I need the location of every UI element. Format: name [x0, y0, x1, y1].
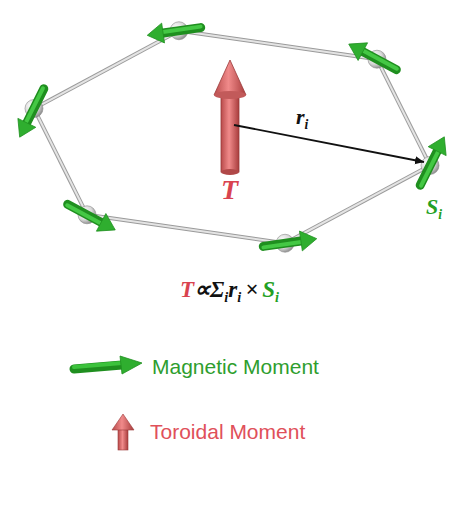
legend-text: Toroidal Moment — [150, 420, 305, 444]
symbol: S — [426, 194, 438, 219]
spin-head — [299, 231, 316, 251]
legend-red-arrow — [112, 414, 134, 450]
spin-head — [147, 23, 164, 43]
symbol: r — [296, 104, 305, 129]
spin-shaft-highlight — [363, 51, 396, 69]
spin-shaft — [263, 241, 301, 246]
bond-highlight — [34, 109, 87, 215]
spin-head — [428, 137, 446, 156]
bond — [34, 31, 179, 109]
spin-shaft-highlight — [263, 242, 301, 247]
symbol: Σ — [210, 277, 224, 302]
toroidal-symbol: T — [221, 174, 238, 206]
bond — [285, 165, 430, 243]
subscript: i — [438, 207, 442, 222]
symbol: T — [180, 277, 194, 302]
spin-shaft — [163, 28, 201, 33]
bond — [377, 59, 430, 165]
spin-shaft-highlight — [67, 205, 100, 223]
spin-shaft — [420, 151, 437, 185]
symbol: S — [262, 277, 275, 302]
subscript: i — [275, 289, 279, 305]
bond — [87, 215, 285, 243]
spin-shaft — [68, 204, 101, 222]
symbol: r — [228, 277, 237, 302]
bond-highlight — [377, 59, 430, 165]
spin-shaft-highlight — [163, 27, 201, 32]
bond-highlight — [87, 215, 285, 243]
spin-label: Si — [426, 194, 442, 223]
subscript: i — [237, 289, 241, 305]
spin-head — [349, 43, 368, 61]
subscript: i — [224, 289, 228, 305]
bond — [34, 109, 87, 215]
symbol: × — [245, 277, 258, 302]
position-label: ri — [296, 104, 308, 133]
toroidal-arrow — [214, 60, 246, 175]
spin-head — [96, 214, 115, 232]
bond-highlight — [179, 31, 377, 59]
bond — [179, 31, 377, 59]
symbol: ∝ — [194, 277, 210, 302]
formula: T∝Σiri×Si — [180, 276, 279, 306]
spin-head — [18, 118, 36, 137]
bond-highlight — [285, 165, 430, 243]
legend-green-arrow — [74, 356, 142, 374]
bond-highlight — [34, 31, 179, 109]
symbol: T — [221, 174, 238, 205]
spin-shaft-highlight — [421, 152, 438, 186]
spin-shaft — [363, 52, 396, 70]
spin-shaft — [27, 89, 44, 123]
spin-shaft-highlight — [26, 88, 43, 122]
position-vector — [234, 125, 424, 162]
subscript: i — [305, 117, 309, 132]
legend-text: Magnetic Moment — [152, 355, 319, 379]
